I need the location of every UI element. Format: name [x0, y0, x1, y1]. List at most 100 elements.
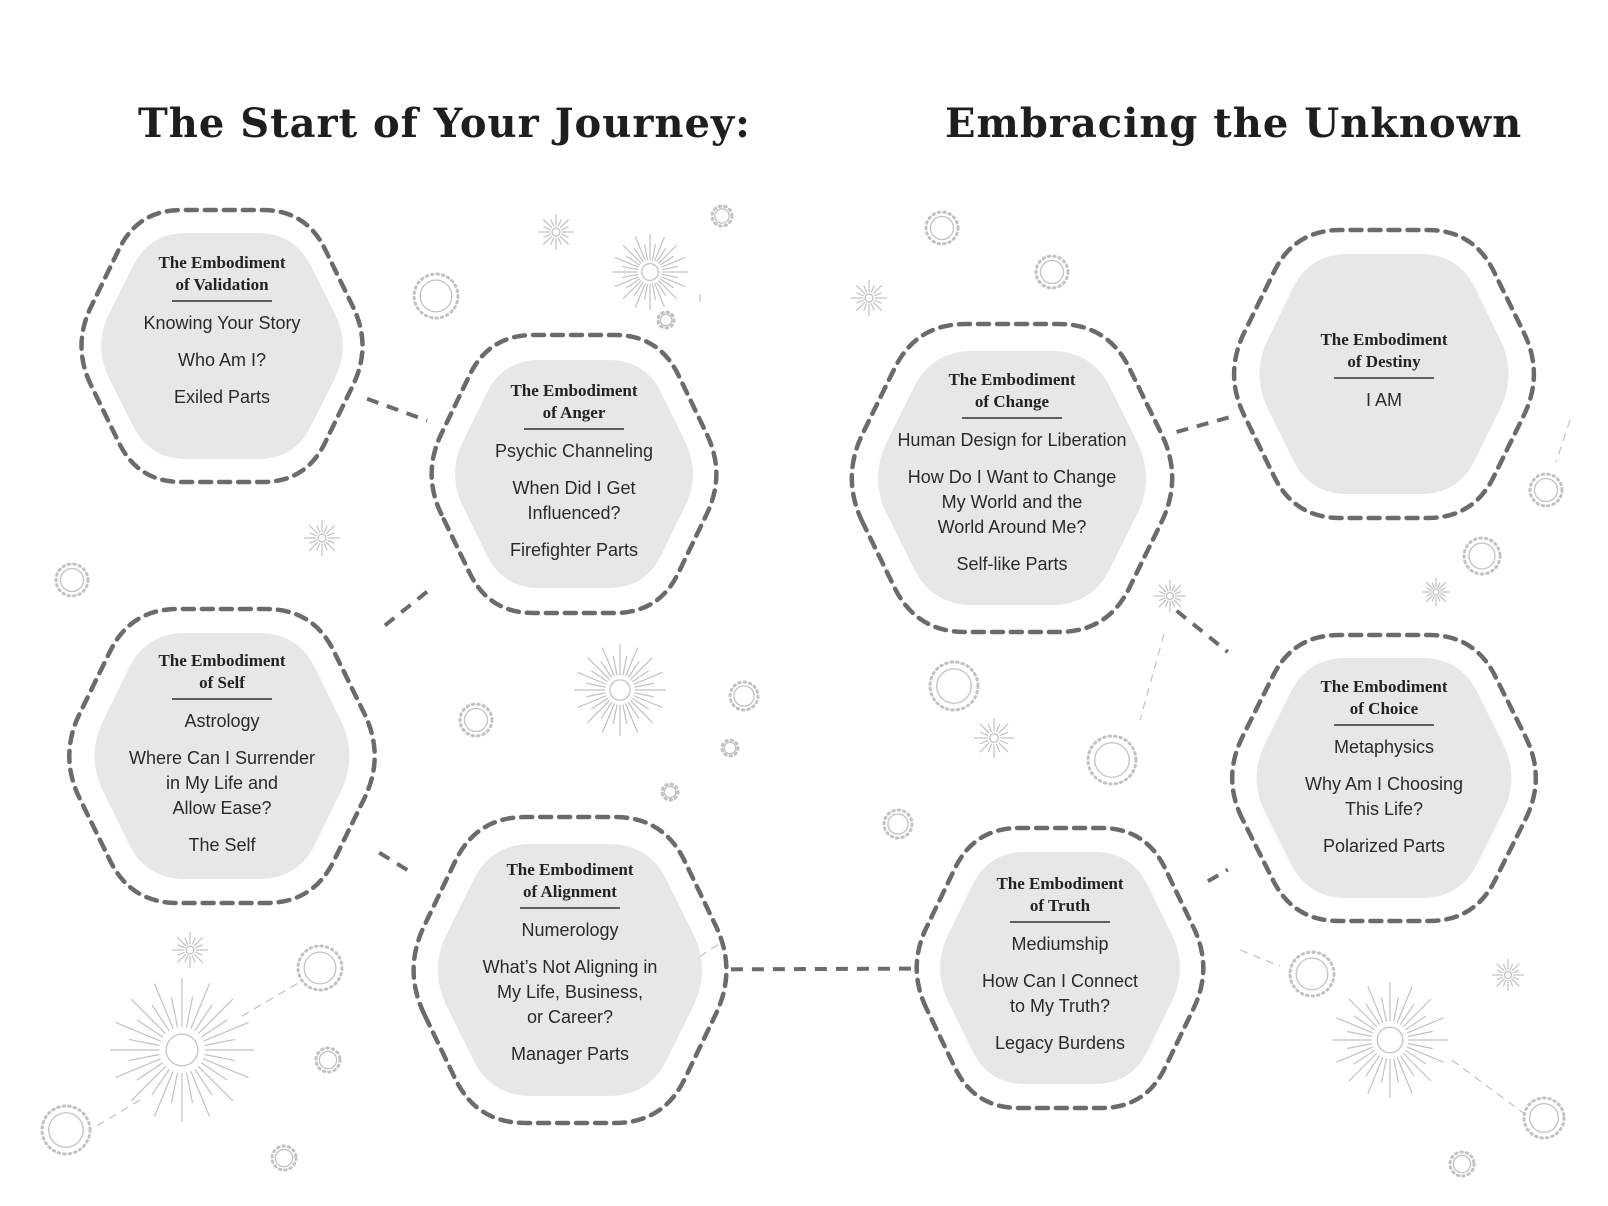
sparkle-burst-icon	[538, 214, 574, 250]
dotted-ring-icon	[882, 808, 914, 840]
node-title: The Embodiment	[158, 651, 285, 670]
node-title: of Validation	[175, 275, 269, 294]
connector-validation-anger	[366, 396, 428, 423]
node-outline-dashed	[1231, 227, 1537, 521]
node-fill	[1259, 254, 1509, 494]
node-item: When Did I Get	[512, 478, 635, 498]
node-item: to My Truth?	[1010, 996, 1110, 1016]
node-title: of Self	[199, 673, 245, 692]
connector-change-destiny	[1176, 415, 1231, 434]
node-title: The Embodiment	[1320, 330, 1447, 349]
dotted-ring-icon	[458, 702, 494, 738]
dotted-ring-icon	[1462, 536, 1502, 576]
node-item: Exiled Parts	[174, 387, 270, 407]
node-item: Where Can I Surrender	[129, 748, 315, 768]
dotted-ring-icon	[720, 738, 740, 758]
node-item: The Self	[188, 835, 256, 855]
node-title: The Embodiment	[996, 874, 1123, 893]
node-item: What’s Not Aligning in	[483, 957, 658, 977]
node-item: Firefighter Parts	[510, 540, 638, 560]
node-title: The Embodiment	[158, 253, 285, 272]
dotted-ring-icon	[928, 660, 980, 712]
dotted-ring-icon	[1528, 472, 1564, 508]
node-title: of Truth	[1030, 896, 1091, 915]
node-item: Manager Parts	[511, 1044, 629, 1064]
node-item: Polarized Parts	[1323, 836, 1445, 856]
node-item: My Life, Business,	[497, 982, 643, 1002]
dotted-ring-icon	[660, 782, 680, 802]
node-fill	[94, 633, 350, 879]
decor-dash-line	[89, 1099, 141, 1131]
node-outline-dashed	[67, 606, 377, 906]
node-title: The Embodiment	[506, 860, 633, 879]
node-fill	[1256, 658, 1512, 898]
node-item: How Do I Want to Change	[908, 467, 1116, 487]
node-outline-dashed	[411, 814, 729, 1126]
node-title: of Change	[975, 392, 1050, 411]
node-item: Astrology	[184, 711, 259, 731]
node-fill	[878, 351, 1146, 605]
node-item: My World and the	[942, 492, 1083, 512]
node-item: Legacy Burdens	[995, 1033, 1125, 1053]
node-item: Allow Ease?	[172, 798, 271, 818]
dotted-ring-icon	[270, 1144, 298, 1172]
connector-change-choice	[1175, 609, 1230, 654]
node-alignment: The Embodiment of AlignmentNumerologyWhat…	[411, 814, 729, 1126]
node-fill	[101, 233, 343, 459]
connector-anger-self	[377, 590, 429, 632]
sparkle-burst-icon	[851, 280, 887, 316]
node-outline-dashed	[849, 321, 1175, 635]
node-outline-dashed	[1229, 632, 1539, 924]
node-fill	[940, 852, 1180, 1084]
sparkle-burst-icon	[612, 234, 688, 310]
decor-dash-line	[1555, 419, 1571, 463]
node-title: of Destiny	[1347, 352, 1421, 371]
connector-truth-choice	[1206, 867, 1229, 884]
node-item: Psychic Channeling	[495, 441, 653, 461]
node-item: or Career?	[527, 1007, 613, 1027]
sparkle-burst-icon	[172, 932, 208, 968]
sparkle-burst-icon	[974, 718, 1014, 758]
dotted-ring-icon	[1448, 1150, 1476, 1178]
dotted-ring-icon	[656, 310, 676, 330]
node-outline-dashed	[914, 825, 1206, 1111]
node-title: of Anger	[543, 403, 606, 422]
sparkle-burst-icon	[1492, 959, 1524, 991]
dotted-ring-icon	[924, 210, 960, 246]
dotted-ring-icon	[40, 1104, 92, 1156]
node-item: How Can I Connect	[982, 971, 1138, 991]
node-item: Human Design for Liberation	[897, 430, 1126, 450]
node-fill	[455, 360, 693, 588]
node-title: The Embodiment	[948, 370, 1075, 389]
node-title: The Embodiment	[510, 381, 637, 400]
dotted-ring-icon	[728, 680, 760, 712]
sparkle-burst-icon	[574, 644, 666, 736]
node-item: Metaphysics	[1334, 737, 1434, 757]
sparkle-burst-icon	[1332, 982, 1448, 1098]
node-item: I AM	[1366, 390, 1402, 410]
node-item: Numerology	[521, 920, 618, 940]
decor-dash-line	[1451, 1059, 1531, 1119]
node-item: Why Am I Choosing	[1305, 774, 1463, 794]
decor-dash-line	[675, 941, 723, 973]
dotted-ring-icon	[296, 944, 344, 992]
node-item: Self-like Parts	[956, 554, 1067, 574]
decor-dash-line	[1239, 949, 1281, 967]
node-destiny: The Embodiment of Destiny I AM	[1231, 227, 1537, 521]
heading-right: Embracing the Unknown	[945, 100, 1523, 147]
dotted-ring-icon	[54, 562, 90, 598]
node-title: The Embodiment	[1320, 677, 1447, 696]
sparkle-burst-icon	[304, 520, 340, 556]
node-title: of Choice	[1350, 699, 1419, 718]
node-item: Influenced?	[527, 503, 620, 523]
dotted-ring-icon	[314, 1046, 342, 1074]
node-title: of Alignment	[523, 882, 617, 901]
